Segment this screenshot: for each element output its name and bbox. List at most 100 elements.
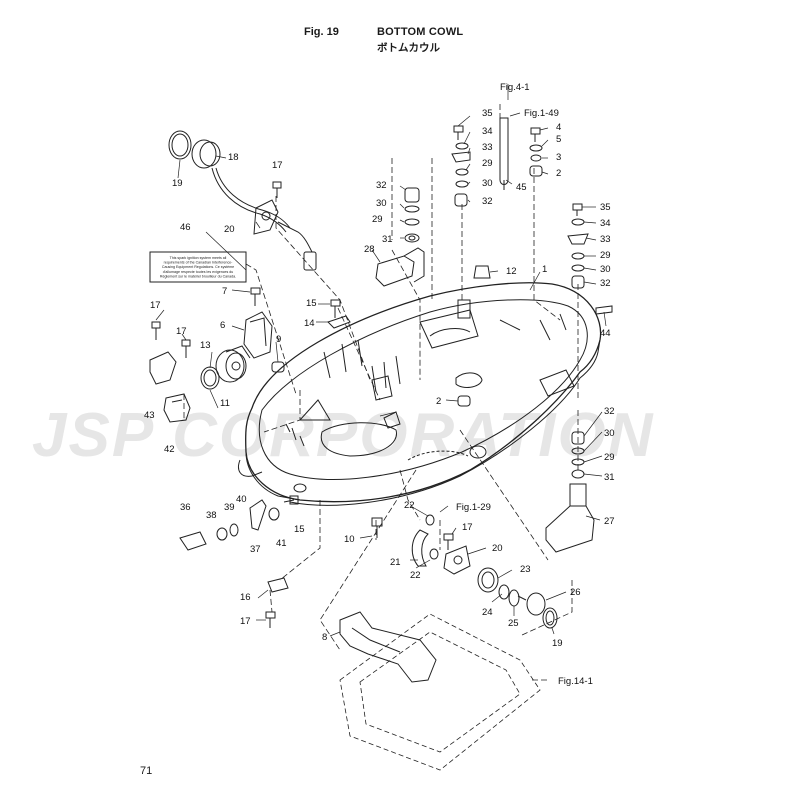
collar-3 [530, 154, 542, 162]
callout-19: 19 [172, 178, 183, 189]
callout-21: 21 [390, 557, 401, 568]
grommet-32-top [454, 193, 468, 207]
callout-14: 14 [304, 318, 315, 329]
callout-42: 42 [164, 444, 175, 455]
callout-22: 22 [404, 500, 415, 511]
callout-16: 16 [240, 592, 251, 603]
callout-leaders [155, 84, 607, 637]
washer-34-right [571, 218, 585, 226]
callout-20: 20 [492, 543, 503, 554]
clamp-22-upper [425, 514, 435, 526]
callout-13: 13 [200, 340, 211, 351]
seal-25 [508, 589, 520, 607]
handle-28 [375, 247, 425, 287]
callout-19: 19 [552, 638, 563, 649]
callout-2: 2 [556, 168, 561, 179]
callout-35: 35 [600, 202, 611, 213]
bolt-17-left [151, 321, 161, 340]
bottom-cowl-part [238, 282, 602, 506]
callout-29: 29 [482, 158, 493, 169]
callout-32: 32 [600, 278, 611, 289]
bracket-33-top [451, 151, 471, 163]
callout-30: 30 [600, 264, 611, 275]
bracket-43 [149, 351, 177, 385]
callout-45: 45 [516, 182, 527, 193]
bolt-35-right [572, 203, 583, 216]
cap-33-right [567, 233, 589, 245]
lever-40 [249, 499, 267, 531]
callout-23: 23 [520, 564, 531, 575]
figure-ref-fig-14-1: Fig.14-1 [558, 676, 593, 687]
grommet-23 [477, 567, 499, 593]
bolt-15-upper [330, 299, 341, 318]
callout-18: 18 [228, 152, 239, 163]
callout-15: 15 [294, 524, 305, 535]
callout-11: 11 [220, 398, 230, 409]
ring-24 [498, 584, 510, 600]
grommet-11 [215, 345, 251, 383]
figure-title-japanese: ボトムカウル [377, 42, 440, 54]
callout-34: 34 [482, 126, 493, 137]
callout-46: 46 [180, 222, 191, 233]
washer-29-right [571, 252, 585, 260]
callout-6: 6 [220, 320, 225, 331]
seal-ring-19 [168, 130, 192, 160]
washer-31-lower [571, 469, 585, 479]
bracket-42 [163, 393, 191, 423]
bolt-7 [250, 287, 261, 306]
callout-32: 32 [376, 180, 387, 191]
washer-5 [529, 144, 543, 152]
callout-36: 36 [180, 502, 191, 513]
washer-38 [216, 527, 228, 541]
label-sticker-46 [149, 251, 247, 283]
plug-26 [517, 592, 546, 616]
harness-clamp-20 [253, 199, 317, 271]
assembly-leader-lines [183, 104, 579, 681]
washer-31-upper [404, 233, 420, 243]
callout-40: 40 [236, 494, 247, 505]
bolt-15-lower [283, 495, 299, 505]
callout-17: 17 [462, 522, 473, 533]
callout-3: 3 [556, 152, 561, 163]
figure-ref-fig-1-29: Fig.1-29 [456, 502, 491, 513]
cover-8 [339, 611, 437, 683]
callout-2: 2 [436, 396, 441, 407]
callout-32: 32 [482, 196, 493, 207]
callout-5: 5 [556, 134, 561, 145]
callout-7: 7 [222, 286, 227, 297]
figure-ref-fig-4-1: Fig.4-1 [500, 82, 530, 93]
callout-30: 30 [482, 178, 493, 189]
bolt-4 [530, 127, 541, 142]
callout-26: 26 [570, 587, 581, 598]
pin-44 [595, 305, 613, 315]
callout-33: 33 [482, 142, 493, 153]
plug-12 [473, 265, 491, 279]
figure-ref-fig-1-49: Fig.1-49 [524, 108, 559, 119]
callout-27: 27 [604, 516, 615, 527]
callout-8: 8 [322, 632, 327, 643]
clip-14 [327, 315, 351, 329]
callout-24: 24 [482, 607, 493, 618]
callout-38: 38 [206, 510, 217, 521]
callout-25: 25 [508, 618, 519, 629]
mount-plate [339, 613, 541, 771]
callout-32: 32 [604, 406, 615, 417]
callout-29: 29 [372, 214, 383, 225]
washer-30-upper [404, 205, 420, 213]
washer-29-upper [404, 218, 420, 226]
grommet-32-lower [571, 431, 585, 445]
callout-35: 35 [482, 108, 493, 119]
spring-39 [229, 523, 239, 537]
clamp-20-lower [443, 545, 471, 575]
callout-20: 20 [224, 224, 235, 235]
grommet-32-upper [404, 187, 420, 203]
callout-labels: 1819172046177617139111514434235343329303… [144, 108, 615, 649]
page-number: 71 [140, 765, 153, 777]
seal-ring-19-lower [542, 607, 558, 629]
callout-30: 30 [604, 428, 615, 439]
callout-33: 33 [600, 234, 611, 245]
callout-1: 1 [542, 264, 547, 275]
bolt-10 [371, 517, 383, 538]
callout-29: 29 [600, 250, 611, 261]
bolt-17-upper [272, 181, 282, 198]
